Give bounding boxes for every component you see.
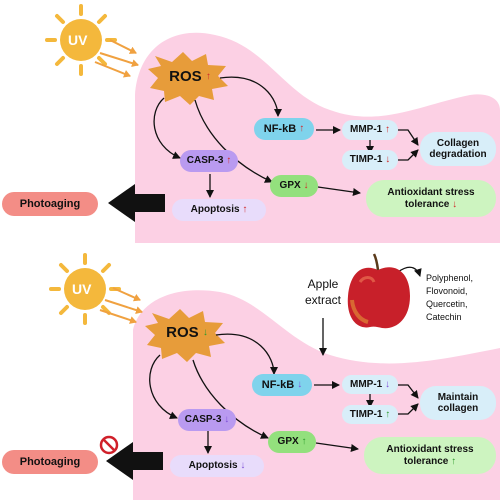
apoptosis-label: Apoptosis xyxy=(190,204,240,216)
photoaging-node-bottom: Photoaging xyxy=(2,450,98,474)
gpx-label: GPX xyxy=(279,180,301,192)
uv-label-top: UV xyxy=(68,32,88,48)
mmp1-change-marker: ↑ xyxy=(385,124,390,136)
gpx-change-marker: ↓ xyxy=(303,180,309,192)
gpx-change-marker: ↑ xyxy=(301,436,307,448)
collagen-node-top: Collagen degradation xyxy=(420,132,496,166)
casp3-label: CASP-3 xyxy=(186,155,224,167)
ros-change-marker: ↑ xyxy=(205,71,211,83)
nfkb-change-marker: ↓ xyxy=(297,379,303,391)
ros-label: ROS xyxy=(166,324,199,342)
timp1-label: TIMP-1 xyxy=(349,154,383,166)
ros-label: ROS xyxy=(169,68,202,86)
photoaging-node-top: Photoaging xyxy=(2,192,98,216)
casp3-node-bottom: CASP-3 ↓ xyxy=(178,409,236,431)
antioxidant-line1: Antioxidant stress xyxy=(387,187,475,198)
timp1-label: TIMP-1 xyxy=(349,408,383,420)
compound-item: Catechin xyxy=(426,312,462,323)
timp1-change-marker: ↓ xyxy=(385,154,391,166)
nfkb-change-marker: ↑ xyxy=(299,123,305,135)
nfkb-label: NF-kB xyxy=(261,378,295,391)
ros-burst-top xyxy=(148,52,228,105)
gpx-node-top: GPX ↓ xyxy=(270,175,318,197)
mmp1-node-bottom: MMP-1 ↓ xyxy=(342,375,398,394)
casp3-change-marker: ↓ xyxy=(224,414,230,426)
timp1-change-marker: ↑ xyxy=(385,408,391,420)
compound-item: Quercetin, xyxy=(426,299,468,310)
uv-label-bottom: UV xyxy=(72,281,92,297)
nfkb-label: NF-kB xyxy=(263,122,297,135)
timp1-node-bottom: TIMP-1 ↑ xyxy=(342,405,398,424)
antioxidant-change-marker: ↓ xyxy=(452,198,458,210)
antioxidant-node-top: Antioxidant stress tolerance ↓ xyxy=(366,180,496,217)
collagen-node-bottom: Maintain collagen xyxy=(420,386,496,420)
casp3-label: CASP-3 xyxy=(184,414,222,426)
result-arrow-bottom xyxy=(106,442,163,480)
apoptosis-node-bottom: Apoptosis ↓ xyxy=(170,455,264,477)
collagen-line1: Maintain xyxy=(437,391,479,403)
ros-node-bottom: ROS ↓ xyxy=(157,322,217,344)
sun-icon-bottom xyxy=(49,253,121,325)
apoptosis-label: Apoptosis xyxy=(188,460,238,472)
apple-extract-label: Apple extract xyxy=(300,276,346,308)
mmp1-node-top: MMP-1 ↑ xyxy=(342,120,398,140)
collagen-line2: collagen xyxy=(437,403,479,414)
apple-label-line1: Apple xyxy=(307,277,339,291)
apoptosis-node-top: Apoptosis ↑ xyxy=(172,199,266,221)
casp3-change-marker: ↑ xyxy=(226,155,232,167)
compound-item: Flovonoid, xyxy=(426,286,468,297)
apoptosis-change-marker: ↓ xyxy=(240,460,246,472)
antioxidant-node-bottom: Antioxidant stress tolerance ↑ xyxy=(364,437,496,474)
ros-change-marker: ↓ xyxy=(202,327,208,339)
nfkb-node-top: NF-kB ↑ xyxy=(254,118,314,140)
mmp1-label: MMP-1 xyxy=(349,124,383,136)
compound-list: Polyphenol, Flovonoid, Quercetin, Catech… xyxy=(426,272,473,324)
compound-item: Polyphenol, xyxy=(426,273,474,283)
ros-node-top: ROS ↑ xyxy=(160,66,220,88)
gpx-label: GPX xyxy=(277,436,299,448)
apple-label-line2: extract xyxy=(304,293,341,308)
antioxidant-line2: tolerance xyxy=(403,455,449,467)
antioxidant-line2: tolerance xyxy=(404,198,450,210)
nfkb-node-bottom: NF-kB ↓ xyxy=(252,374,312,396)
timp1-node-top: TIMP-1 ↓ xyxy=(342,150,398,170)
ros-burst-bottom xyxy=(145,309,225,362)
sun-icon-top xyxy=(45,4,117,76)
apoptosis-change-marker: ↑ xyxy=(242,204,248,216)
antioxidant-change-marker: ↑ xyxy=(451,455,457,467)
antioxidant-line1: Antioxidant stress xyxy=(386,444,474,455)
mmp1-change-marker: ↓ xyxy=(385,378,390,390)
apple-icon xyxy=(347,253,410,329)
casp3-node-top: CASP-3 ↑ xyxy=(180,150,238,172)
no-entry-icon xyxy=(99,435,119,455)
gpx-node-bottom: GPX ↑ xyxy=(268,431,316,453)
mmp1-label: MMP-1 xyxy=(349,378,383,390)
result-arrow-top xyxy=(108,184,165,222)
